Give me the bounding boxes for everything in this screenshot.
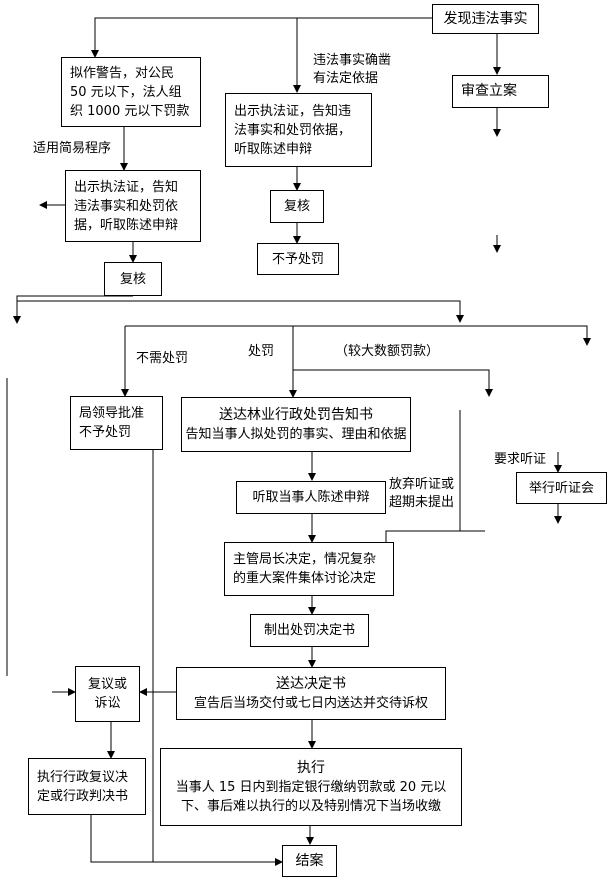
register-text: 审查立案 <box>461 83 517 99</box>
box-deliver: 送达决定书 宣告后当场交付或七日内送达并交待诉权 <box>176 667 446 720</box>
label-large-fine: （较大数额罚款） <box>335 343 439 361</box>
box-register: 审查立案 <box>452 75 549 108</box>
reconsider-line-2: 诉讼 <box>94 696 121 711</box>
box-notice: 送达林业行政处罚告知书 告知当事人拟处罚的事实、理由和依据 <box>181 397 411 452</box>
box-show-cert-middle: 出示执法证，告知违 法事实和处罚依据， 听取陈述申辩 <box>225 93 372 167</box>
box-execute-ruling: 执行行政复议决 定或行政判决书 <box>28 758 146 815</box>
box-director: 主管局长决定，情况复杂 的重大案件集体讨论决定 <box>224 542 394 596</box>
box-hearing: 举行听证会 <box>516 472 607 504</box>
no-penalty-text: 不予处罚 <box>271 251 324 267</box>
execute-ruling-line-2: 定或行政判决书 <box>37 788 129 804</box>
box-reconsider: 复议或 诉讼 <box>75 666 140 722</box>
decision-doc-text: 制出处罚决定书 <box>263 623 355 638</box>
facts-clear-line-2: 有法定依据 <box>313 71 379 86</box>
no-need-text: 不需处罚 <box>136 351 189 366</box>
warning-line-1: 拟作警告，对公民 <box>70 65 175 81</box>
notice-line-2: 告知当事人拟处罚的事实、理由和依据 <box>185 426 407 442</box>
show-cert-left-line-2: 违法事实和处罚依 <box>74 198 179 214</box>
connector-ruling-close <box>90 815 283 866</box>
waive-hearing-line-1: 放弃听证或 <box>389 477 455 492</box>
box-show-cert-left: 出示执法证，告知 违法事实和处罚依 据，听取陈述申辩 <box>65 170 201 242</box>
label-no-need: 不需处罚 <box>136 350 188 368</box>
reconsider-line-1: 复议或 <box>87 677 127 692</box>
show-cert-left-line-1: 出示执法证，告知 <box>74 179 179 195</box>
facts-clear-line-1: 违法事实确凿 <box>313 53 392 68</box>
review-left-text: 复核 <box>119 271 146 287</box>
director-line-1: 主管局长决定，情况复杂 <box>233 552 377 567</box>
connector-review-line <box>13 295 133 324</box>
execute-line-2: 当事人 15 日内到指定银行缴纳罚款或 20 元以 <box>175 779 447 795</box>
box-decision-doc: 制出处罚决定书 <box>250 614 369 647</box>
execute-ruling-line-1: 执行行政复议决 <box>37 769 129 785</box>
connector-discover-left <box>91 17 432 58</box>
deliver-line-1: 送达决定书 <box>276 675 346 692</box>
show-cert-left-line-3: 据，听取陈述申辩 <box>74 217 179 233</box>
warning-line-2: 50 元以下，法人组 <box>70 84 182 100</box>
simple-procedure-text: 适用简易程序 <box>33 141 112 156</box>
box-bureau-approve: 局领导批准 不予处罚 <box>70 396 163 450</box>
large-fine-text: （较大数额罚款） <box>335 344 440 359</box>
label-request-hearing: 要求听证 <box>494 451 546 469</box>
penalty-text: 处罚 <box>248 344 275 359</box>
notice-line-1: 送达林业行政处罚告知书 <box>219 406 373 423</box>
label-penalty: 处罚 <box>248 343 274 361</box>
label-simple-procedure: 适用简易程序 <box>33 140 111 158</box>
deliver-line-2: 宣告后当场交付或七日内送达并交待诉权 <box>193 695 428 711</box>
close-text: 结案 <box>295 852 324 869</box>
waive-hearing-line-2: 超期未提出 <box>389 495 455 510</box>
execute-line-1: 执行 <box>297 759 325 776</box>
discover-text: 发现违法事实 <box>443 10 528 27</box>
label-facts-clear: 违法事实确凿 有法定依据 <box>313 52 391 88</box>
connector-branch-top <box>17 300 464 323</box>
show-cert-middle-line-3: 听取陈述申辩 <box>234 141 313 157</box>
connector-waive-join <box>385 530 485 544</box>
bureau-approve-line-1: 局领导批准 <box>79 406 145 421</box>
box-no-penalty: 不予处罚 <box>257 243 339 275</box>
connector-branch-line <box>125 325 591 346</box>
director-line-2: 的重大案件集体讨论决定 <box>233 571 377 586</box>
label-waive-hearing: 放弃听证或 超期未提出 <box>389 476 454 512</box>
box-review-middle: 复核 <box>270 190 324 223</box>
box-review-left: 复核 <box>104 262 162 296</box>
box-warning: 拟作警告，对公民 50 元以下，法人组 织 1000 元以下罚款 <box>61 57 201 127</box>
box-execute: 执行 当事人 15 日内到指定银行缴纳罚款或 20 元以 下、事后难以执行的以及… <box>160 748 462 826</box>
hearing-text: 举行听证会 <box>528 480 594 496</box>
show-cert-middle-line-2: 法事实和处罚依据， <box>234 122 352 138</box>
warning-line-3: 织 1000 元以下罚款 <box>70 103 190 119</box>
listen-text: 听取当事人陈述申辩 <box>252 490 370 505</box>
request-hearing-text: 要求听证 <box>494 452 547 467</box>
execute-line-3: 下、事后难以执行的以及特别情况下当场收缴 <box>180 798 441 814</box>
box-listen: 听取当事人陈述申辩 <box>236 481 386 514</box>
review-middle-text: 复核 <box>283 199 310 214</box>
box-close: 结案 <box>282 845 337 877</box>
bureau-approve-line-2: 不予处罚 <box>79 425 132 440</box>
box-discover: 发现违法事实 <box>432 4 539 34</box>
show-cert-middle-line-1: 出示执法证，告知违 <box>234 103 352 119</box>
connector-large-fine <box>293 369 493 397</box>
